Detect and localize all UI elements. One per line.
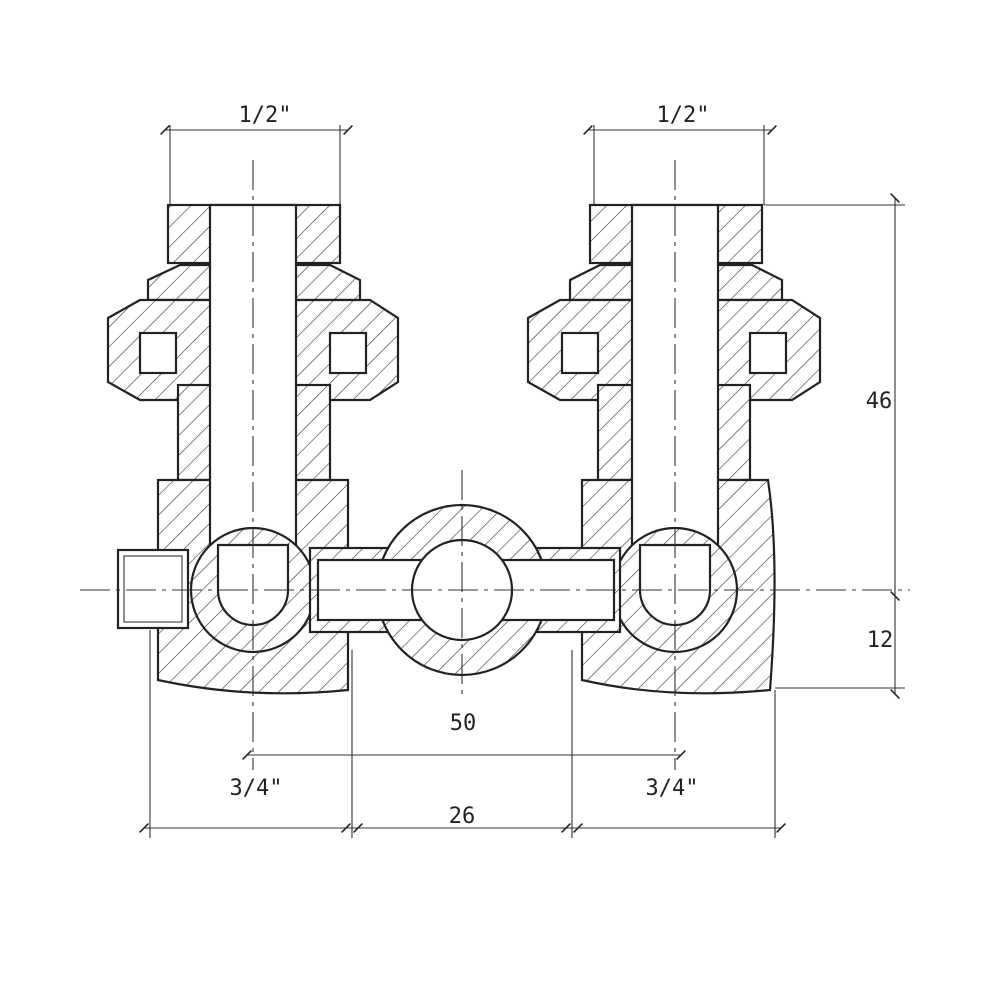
top-right-thread-label: 1/2": [657, 103, 710, 128]
left-nut-flat-right: [328, 331, 368, 375]
top-left-thread-label: 1/2": [239, 103, 292, 128]
center-lines: [80, 160, 910, 770]
left-side-port-thread: [123, 555, 183, 623]
body-width-label: 26: [449, 804, 476, 829]
left-nut-flat-left: [138, 331, 178, 375]
center-distance-label: 50: [450, 711, 477, 736]
left-side-port: [116, 548, 190, 630]
right-nut-flat-left: [560, 331, 600, 375]
bottom-right-thread-label: 3/4": [646, 776, 699, 801]
height-total-label: 46: [866, 389, 893, 414]
height-lower-label: 12: [867, 628, 894, 653]
dimension-lines: [139, 125, 905, 838]
dimension-labels: 1/2" 1/2" 46 12 50 3/4" 3/4" 26: [230, 103, 894, 829]
right-nut-flat-right: [748, 331, 788, 375]
bottom-left-thread-label: 3/4": [230, 776, 283, 801]
left-valve-assembly: [106, 203, 400, 695]
right-valve-assembly: [526, 203, 822, 695]
